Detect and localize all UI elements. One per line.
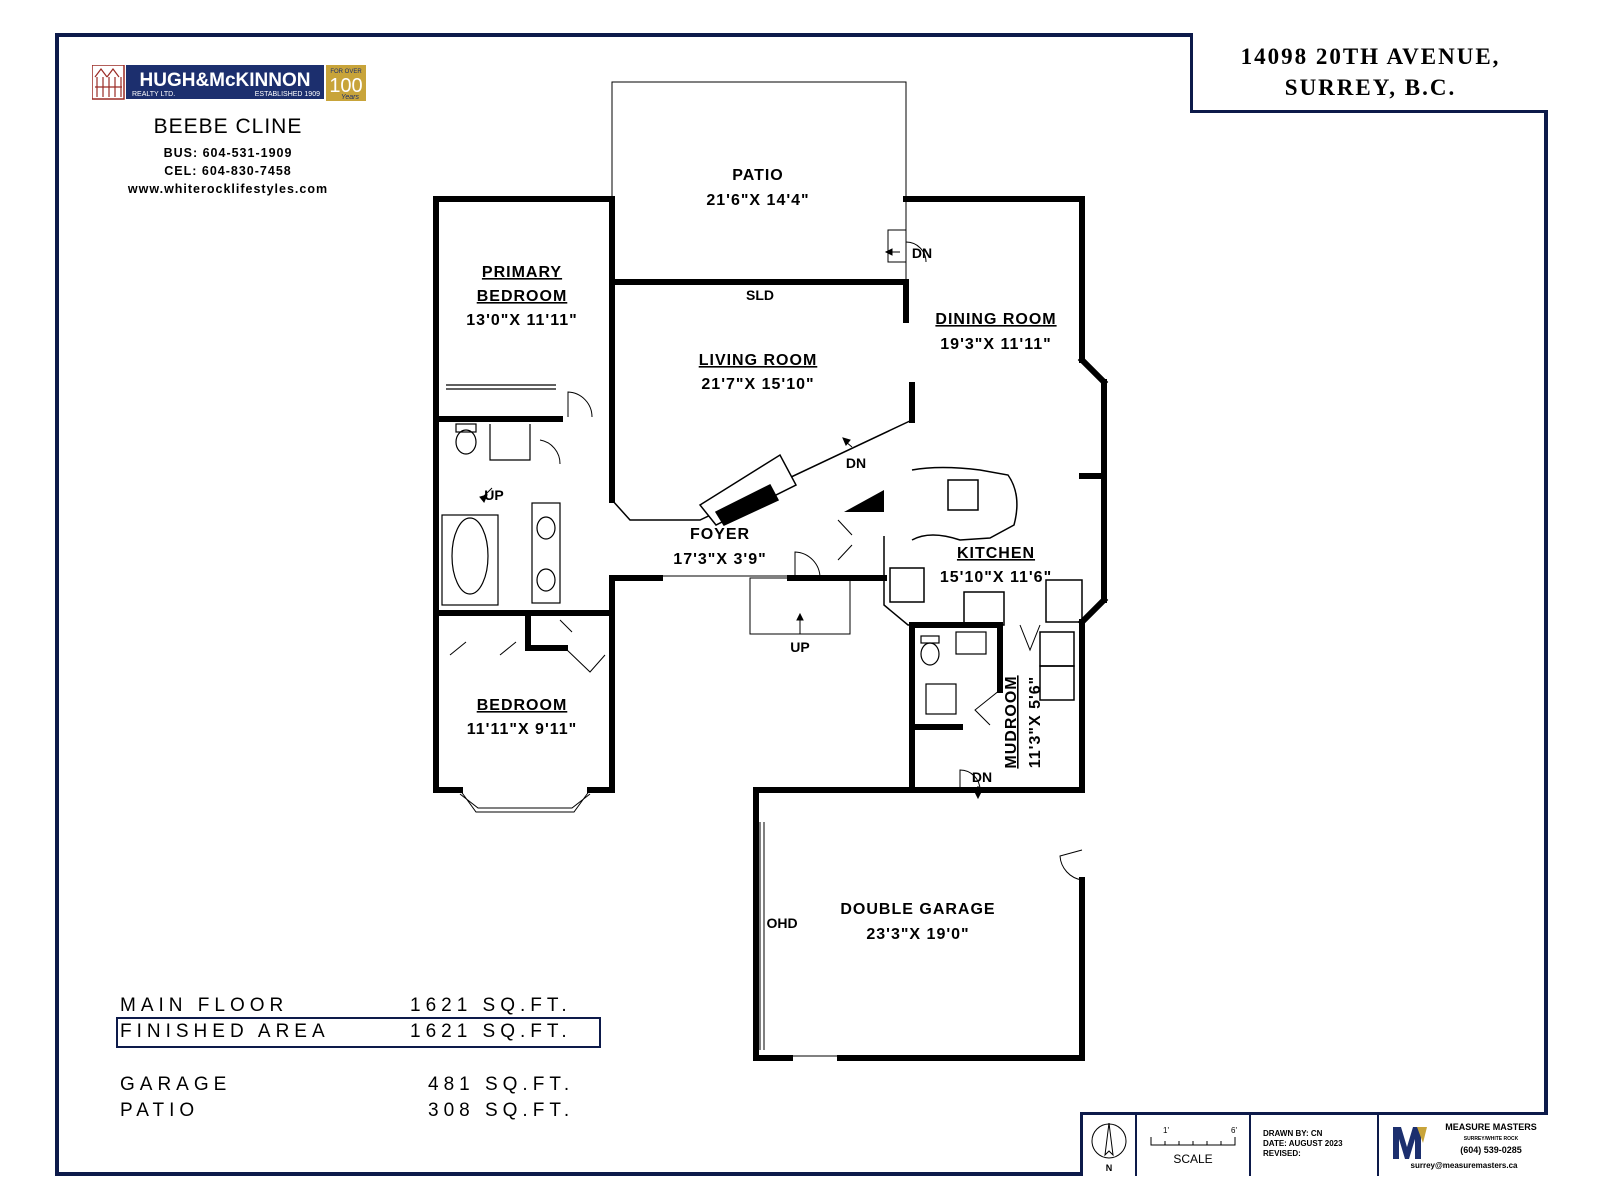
scale-right-label: 6' <box>1231 1126 1237 1135</box>
room-labels: PATIO 21'6"X 14'4" PRIMARY BEDROOM 13'0"… <box>466 167 1056 943</box>
bedroom-dims: 11'11"X 9'11" <box>467 721 578 738</box>
bath-fixtures <box>441 384 987 715</box>
mudroom-dn-label: DN <box>972 769 992 785</box>
kitchen-wall-fill <box>844 490 884 512</box>
area-row-patio: PATIO 308 SQ.FT. <box>120 1100 600 1122</box>
company-phone: (604) 539-0285 <box>1460 1145 1522 1155</box>
brokerage-name: HUGH&McKINNON <box>140 70 311 91</box>
dining-room-dims: 19'3"X 11'11" <box>940 336 1051 353</box>
patio-label: PATIO <box>732 167 784 184</box>
windows <box>437 196 1103 1057</box>
area-value: 1621 SQ.FT. <box>410 995 572 1016</box>
company-sub: SURREY/WHITE ROCK <box>1464 1136 1519 1142</box>
living-room-label: LIVING ROOM <box>699 352 818 369</box>
fireplace <box>611 419 913 526</box>
address-line-1: 14098 20TH AVENUE, <box>1240 44 1501 69</box>
foyer-up-label: UP <box>790 639 809 655</box>
north-arrow-icon: N <box>1091 1122 1127 1173</box>
badge-number: 100 <box>329 75 362 97</box>
kitchen-counters <box>883 466 1083 701</box>
double-garage-dims: 23'3"X 19'0" <box>866 926 969 943</box>
page-border <box>55 33 1548 1176</box>
north-label: N <box>1106 1163 1113 1173</box>
ohd-label: OHD <box>766 915 797 931</box>
door-swings <box>449 229 1083 881</box>
scale-cell: 1' 6' SCALE <box>1137 1115 1251 1176</box>
area-row-main-floor: MAIN FLOOR 1621 SQ.FT. <box>120 995 600 1017</box>
direction-arrows <box>479 248 982 800</box>
measure-masters-logo: MEASURE MASTERS SURREY/WHITE ROCK (604) … <box>1393 1122 1537 1170</box>
drawing-info-cell: DRAWN BY: CN DATE: AUGUST 2023 REVISED: <box>1251 1115 1379 1176</box>
area-label: PATIO <box>120 1100 200 1121</box>
mudroom-label: MUDROOM <box>1003 675 1020 768</box>
finished-area-box <box>116 1017 601 1048</box>
scale-label: SCALE <box>1173 1152 1212 1166</box>
agent-name: BEEBE CLINE <box>153 115 303 138</box>
company-email: surrey@measuremasters.ca <box>1411 1161 1519 1170</box>
walls <box>433 196 1109 1061</box>
drawing-date: DATE: AUGUST 2023 <box>1263 1139 1343 1148</box>
footer-strip: N 1' 6' SCALE DRAWN BY: CN DATE: AUGUST … <box>1080 1112 1548 1176</box>
primary-bedroom-dims: 13'0"X 11'11" <box>466 312 577 329</box>
area-label: MAIN FLOOR <box>120 995 289 1016</box>
double-garage-label: DOUBLE GARAGE <box>840 901 995 918</box>
patio-dn-label: DN <box>912 245 932 261</box>
area-label: FINISHED AREA <box>120 1021 330 1042</box>
small-labels: SLD DN DN DN UP UP OHD <box>484 245 992 931</box>
address-title-box: 14098 20TH AVENUE, SURREY, B.C. <box>1190 33 1548 113</box>
drawn-by: DRAWN BY: CN <box>1263 1129 1323 1138</box>
kitchen-dims: 15'10"X 11'6" <box>940 569 1052 586</box>
scale-left-label: 1' <box>1163 1126 1169 1135</box>
revised: REVISED: <box>1263 1149 1301 1158</box>
agent-bus-phone: BUS: 604-531-1909 <box>163 146 293 160</box>
scale-bar-icon: 1' 6' SCALE <box>1150 1126 1237 1166</box>
patio-outline <box>611 81 907 282</box>
sld-label: SLD <box>746 287 774 303</box>
company-name: MEASURE MASTERS <box>1445 1122 1537 1132</box>
area-label: GARAGE <box>120 1074 232 1095</box>
agent-website[interactable]: www.whiterocklifestyles.com <box>127 182 329 196</box>
living-dn-label: DN <box>846 455 866 471</box>
living-room-dims: 21'7"X 15'10" <box>701 376 814 393</box>
mudroom-dims: 11'3"X 5'6" <box>1027 676 1044 769</box>
foyer-dims: 17'3"X 3'9" <box>673 551 766 568</box>
foyer-label: FOYER <box>690 526 750 543</box>
area-value: 308 SQ.FT. <box>428 1100 575 1121</box>
kitchen-label: KITCHEN <box>957 545 1035 562</box>
address-line-2: SURREY, B.C. <box>1284 75 1457 100</box>
dining-room-label: DINING ROOM <box>935 311 1056 328</box>
badge-top: FOR OVER <box>330 69 362 75</box>
brokerage-sub-right: ESTABLISHED 1909 <box>255 91 320 98</box>
agent-cell-phone: CEL: 604-830-7458 <box>164 164 292 178</box>
company-cell: MEASURE MASTERS SURREY/WHITE ROCK (604) … <box>1379 1115 1551 1176</box>
primary-bedroom-label-2: BEDROOM <box>477 288 568 305</box>
primary-bedroom-label-1: PRIMARY <box>482 264 562 281</box>
area-row-finished: FINISHED AREA 1621 SQ.FT. <box>120 1021 600 1043</box>
patio-dims: 21'6"X 14'4" <box>706 192 809 209</box>
area-value: 1621 SQ.FT. <box>410 1021 572 1042</box>
bedroom-label: BEDROOM <box>477 697 568 714</box>
north-arrow-cell: N <box>1083 1115 1137 1176</box>
badge-word: Years <box>341 94 359 101</box>
area-value: 481 SQ.FT. <box>428 1074 575 1095</box>
area-row-garage: GARAGE 481 SQ.FT. <box>120 1074 600 1096</box>
bath-up-label: UP <box>484 487 503 503</box>
brokerage-sub-left: REALTY LTD. <box>132 91 175 98</box>
brokerage-logo: HUGH&McKINNON REALTY LTD. ESTABLISHED 19… <box>91 64 374 101</box>
